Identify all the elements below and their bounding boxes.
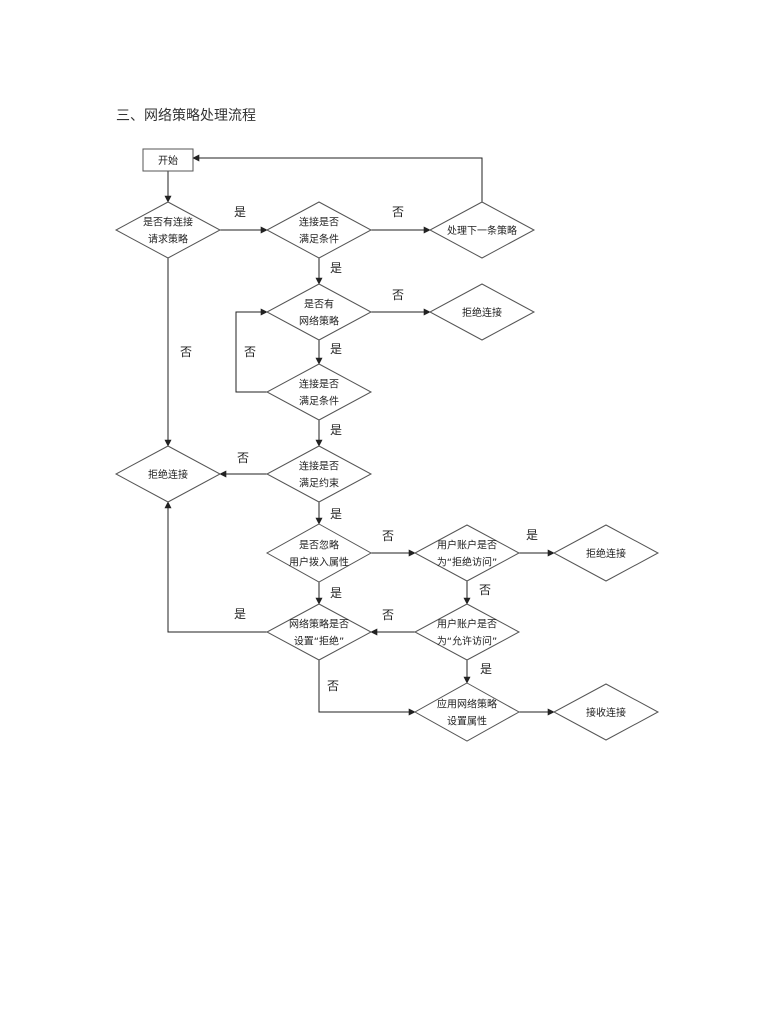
edge-label-constraint-yes: 是 (330, 507, 342, 521)
decision-diamond (552, 524, 660, 582)
node-text: 网络策略 (299, 315, 339, 328)
decision-diamond (428, 283, 536, 341)
edge-label-cond1-yes: 是 (330, 261, 342, 275)
node-reject2: 拒绝连接 (552, 524, 660, 582)
edge-label-has-policy-no: 否 (180, 345, 192, 359)
decision-diamond (265, 523, 373, 583)
edge-label-cond2-yes: 是 (330, 423, 342, 437)
decision-diamond (552, 683, 660, 741)
decision-diamond (265, 603, 373, 661)
node-text: 为“允许访问” (437, 635, 497, 648)
node-text: 满足约束 (299, 477, 339, 490)
decision-diamond (114, 201, 222, 259)
node-reject-left: 拒绝连接 (114, 445, 222, 503)
edge-label-policy-deny-yes: 是 (234, 607, 246, 621)
node-text: 是否忽略 (299, 539, 339, 552)
node-text: 用户账户是否 (437, 618, 497, 631)
node-text: 处理下一条策略 (447, 224, 517, 237)
edge-cond2-loop-to-has-net (235, 308, 268, 393)
node-text: 网络策略是否 (289, 618, 349, 631)
decision-diamond (265, 445, 373, 503)
edge-label-ignore-no: 否 (382, 529, 394, 543)
edge-label-deny-yes: 是 (526, 528, 538, 542)
decision-diamond (428, 201, 536, 259)
edge-label-ignore-yes: 是 (330, 586, 342, 600)
node-text: 请求策略 (148, 233, 188, 246)
node-text: 设置“拒绝” (294, 635, 344, 648)
node-text: 为“拒绝访问” (437, 556, 497, 569)
node-text: 满足条件 (299, 395, 339, 408)
decision-diamond (265, 201, 373, 259)
node-text: 用户拨入属性 (289, 556, 349, 569)
decision-diamond (265, 283, 373, 341)
node-text: 接收连接 (586, 706, 626, 719)
node-text: 拒绝连接 (462, 306, 502, 319)
edge-label-allow-no: 否 (382, 608, 394, 622)
node-text: 拒绝连接 (148, 468, 188, 481)
edge-next-policy-loop-to-start (192, 154, 483, 202)
edge-label-constraint-no: 否 (237, 451, 249, 465)
edge-label-cond1-no: 否 (392, 205, 404, 219)
node-text: 连接是否 (299, 216, 339, 229)
node-box (142, 148, 194, 172)
node-text: 是否有连接 (143, 216, 193, 229)
node-text: 拒绝连接 (586, 547, 626, 560)
node-start: 开始 (142, 148, 194, 172)
node-text: 应用网络策略 (437, 698, 497, 711)
decision-diamond (413, 524, 521, 582)
edge-policy-deny-to-apply (318, 660, 416, 716)
node-text: 连接是否 (299, 378, 339, 391)
edge-label-has-policy-yes: 是 (234, 205, 246, 219)
node-text: 设置属性 (447, 715, 487, 728)
node-text: 连接是否 (299, 460, 339, 473)
edge-label-has-net-no: 否 (392, 288, 404, 302)
page-heading: 三、网络策略处理流程 (116, 108, 256, 124)
node-text: 是否有 (304, 298, 334, 311)
decision-diamond (265, 363, 373, 421)
node-text: 满足条件 (299, 233, 339, 246)
edge-label-cond2-no: 否 (244, 345, 256, 359)
edge-policy-deny-to-reject-left (164, 501, 267, 633)
decision-diamond (114, 445, 222, 503)
edge-label-deny-no: 否 (479, 583, 491, 597)
node-next-policy: 处理下一条策略 (428, 201, 536, 259)
decision-diamond (413, 682, 521, 742)
node-accept: 接收连接 (552, 683, 660, 741)
edge-label-has-net-yes: 是 (330, 342, 342, 356)
node-text: 用户账户是否 (437, 539, 497, 552)
node-reject1: 拒绝连接 (428, 283, 536, 341)
decision-diamond (413, 603, 521, 661)
edge-label-policy-deny-no: 否 (327, 679, 339, 693)
node-text: 开始 (158, 154, 178, 167)
edge-label-allow-yes: 是 (480, 662, 492, 676)
